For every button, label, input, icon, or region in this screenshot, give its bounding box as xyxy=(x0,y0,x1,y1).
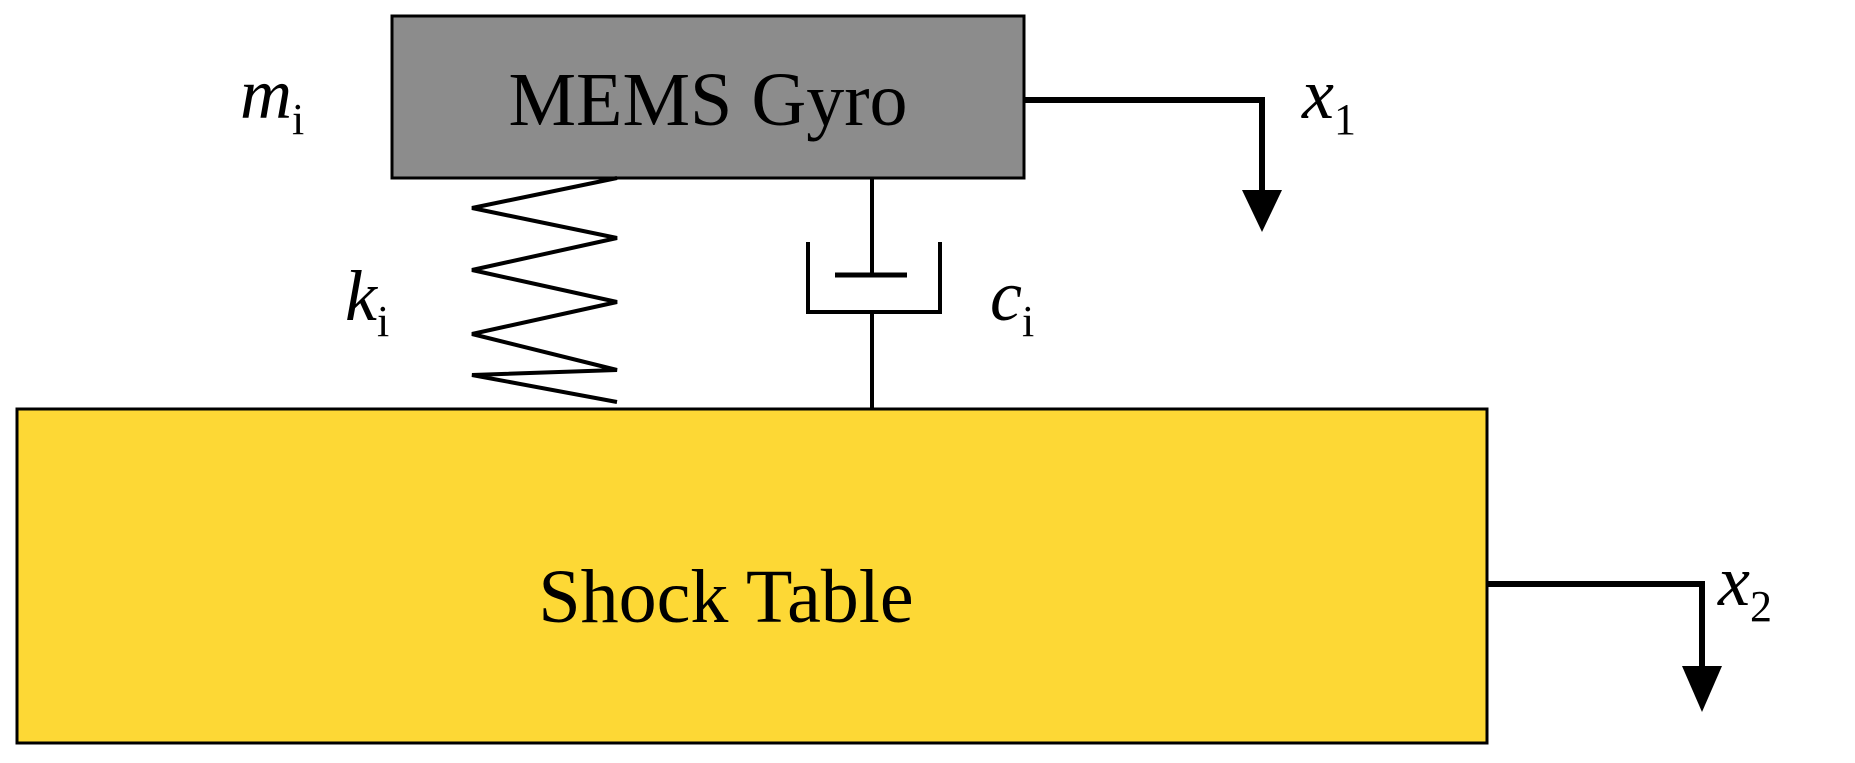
gyro-block xyxy=(390,14,1026,180)
damping-coefficient-symbol: ci xyxy=(990,256,1034,346)
shock-table-block xyxy=(15,407,1489,745)
mass-symbol: mi xyxy=(240,54,304,144)
spring-constant-symbol: ki xyxy=(345,256,389,346)
damper xyxy=(806,178,942,409)
x1-displacement-arrow xyxy=(1024,97,1282,232)
gyro-label: MEMS Gyro xyxy=(508,58,907,142)
spring xyxy=(471,176,618,404)
x1-symbol: x1 xyxy=(1301,54,1356,144)
x2-symbol: x2 xyxy=(1717,541,1772,631)
x2-displacement-arrow xyxy=(1487,581,1722,712)
shock-table-label: Shock Table xyxy=(538,555,913,639)
